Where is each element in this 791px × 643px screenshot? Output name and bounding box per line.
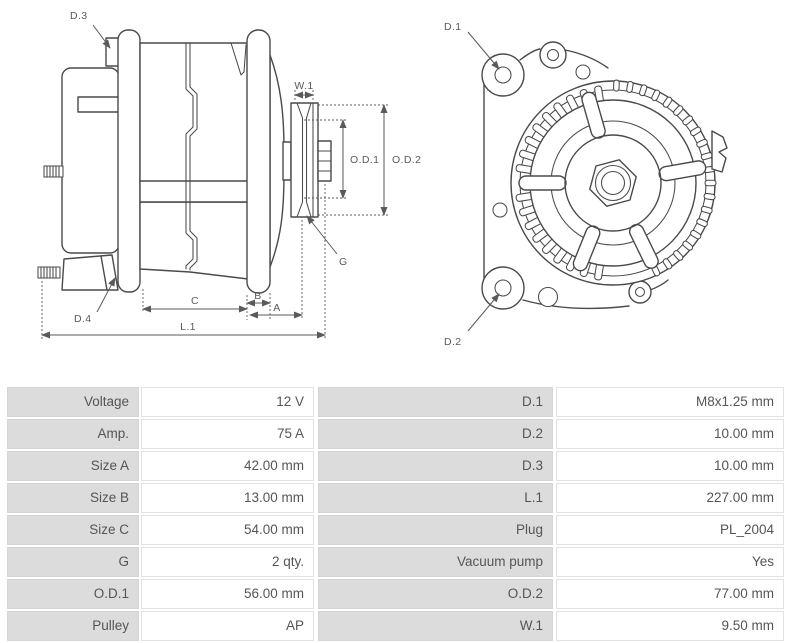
front-view-dimensions: D.1 D.2 — [444, 21, 500, 348]
hole-d2 — [494, 279, 512, 297]
spec-value: 10.00 mm — [556, 419, 784, 449]
label-w1: W.1 — [294, 80, 313, 92]
spec-label: Size C — [7, 515, 139, 545]
table-row: Size A 42.00 mm D.3 10.00 mm — [7, 451, 784, 481]
table-row: Size B 13.00 mm L.1 227.00 mm — [7, 483, 784, 513]
table-row: O.D.1 56.00 mm O.D.2 77.00 mm — [7, 579, 784, 609]
hole-plate-bottom — [537, 286, 559, 308]
table-row: Voltage 12 V D.1 M8x1.25 mm — [7, 387, 784, 417]
leader-g — [306, 215, 338, 255]
spec-value: 42.00 mm — [141, 451, 314, 481]
label-d3: D.3 — [70, 10, 88, 22]
leader-d3 — [92, 24, 111, 49]
spec-value: 56.00 mm — [141, 579, 314, 609]
spec-label: D.1 — [318, 387, 553, 417]
body-upper — [139, 42, 249, 183]
spec-value: 12 V — [141, 387, 314, 417]
leader-d2 — [467, 293, 500, 332]
spec-label: Pulley — [7, 611, 139, 641]
label-od1: O.D.1 — [350, 154, 379, 166]
hole-ear-top — [546, 48, 560, 62]
spec-label: Vacuum pump — [318, 547, 553, 577]
label-b: B — [254, 290, 261, 302]
spec-label: Amp. — [7, 419, 139, 449]
front-bracket-right-arm — [246, 29, 271, 294]
front-bracket-left-arm — [117, 29, 141, 293]
brush-holder-tab — [77, 96, 120, 113]
mounting-plate — [481, 41, 669, 310]
nose-cone — [269, 54, 285, 268]
spec-value: 2 qty. — [141, 547, 314, 577]
spec-value: 54.00 mm — [141, 515, 314, 545]
label-d1: D.1 — [444, 21, 462, 33]
table-row: Pulley AP W.1 9.50 mm — [7, 611, 784, 641]
fan-spokes — [518, 91, 707, 272]
spec-label: Size A — [7, 451, 139, 481]
label-c: C — [191, 295, 199, 307]
hole-ear-bottom — [634, 286, 646, 298]
lower-mounting-lug — [61, 254, 119, 291]
spec-value: PL_2004 — [556, 515, 784, 545]
hole-plate-left — [492, 202, 508, 218]
hole-plate-top — [575, 64, 591, 80]
side-view-body — [37, 29, 332, 294]
spec-value: M8x1.25 mm — [556, 387, 784, 417]
spec-value: 227.00 mm — [556, 483, 784, 513]
side-ear-tab — [711, 130, 728, 173]
nut-washer — [594, 164, 632, 202]
table-row: Amp. 75 A D.2 10.00 mm — [7, 419, 784, 449]
leader-d1 — [467, 31, 500, 70]
label-d4: D.4 — [74, 313, 92, 325]
table-row: Size C 54.00 mm Plug PL_2004 — [7, 515, 784, 545]
alternator-side-view: D.3 W.1 O.D.1 O.D.2 G D.4 C B A L.1 — [37, 10, 421, 340]
spec-label: Size B — [7, 483, 139, 513]
spec-label: G — [7, 547, 139, 577]
body-lower — [139, 201, 249, 280]
alternator-front-view: D.1 D.2 — [444, 21, 728, 348]
spec-label: O.D.1 — [7, 579, 139, 609]
rear-housing — [61, 67, 120, 254]
pulley-face — [564, 134, 662, 232]
spec-value: 10.00 mm — [556, 451, 784, 481]
table-row: G 2 qty. Vacuum pump Yes — [7, 547, 784, 577]
spec-label: D.2 — [318, 419, 553, 449]
spec-value: 75 A — [141, 419, 314, 449]
spec-label: W.1 — [318, 611, 553, 641]
shaft — [282, 141, 292, 181]
spec-value: 9.50 mm — [556, 611, 784, 641]
spec-value: AP — [141, 611, 314, 641]
spec-label: L.1 — [318, 483, 553, 513]
threaded-stud — [37, 266, 61, 279]
spec-label: D.3 — [318, 451, 553, 481]
spec-value: Yes — [556, 547, 784, 577]
label-l1: L.1 — [180, 321, 196, 333]
spec-label: Plug — [318, 515, 553, 545]
spec-label: Voltage — [7, 387, 139, 417]
shaft-web — [139, 180, 253, 203]
label-g: G — [339, 256, 348, 268]
spec-label: O.D.2 — [318, 579, 553, 609]
spec-value: 13.00 mm — [141, 483, 314, 513]
label-d2: D.2 — [444, 336, 462, 348]
spec-table: Voltage 12 V D.1 M8x1.25 mm Amp. 75 A D.… — [7, 387, 784, 643]
hole-d1 — [494, 66, 512, 84]
leader-d4 — [96, 277, 116, 313]
label-od2: O.D.2 — [392, 154, 421, 166]
label-a: A — [273, 302, 280, 314]
shaft-end — [600, 170, 626, 196]
spec-value: 77.00 mm — [556, 579, 784, 609]
side-view-dimensions: D.3 W.1 O.D.1 O.D.2 G D.4 C B A L.1 — [41, 10, 421, 340]
front-body — [510, 79, 728, 286]
